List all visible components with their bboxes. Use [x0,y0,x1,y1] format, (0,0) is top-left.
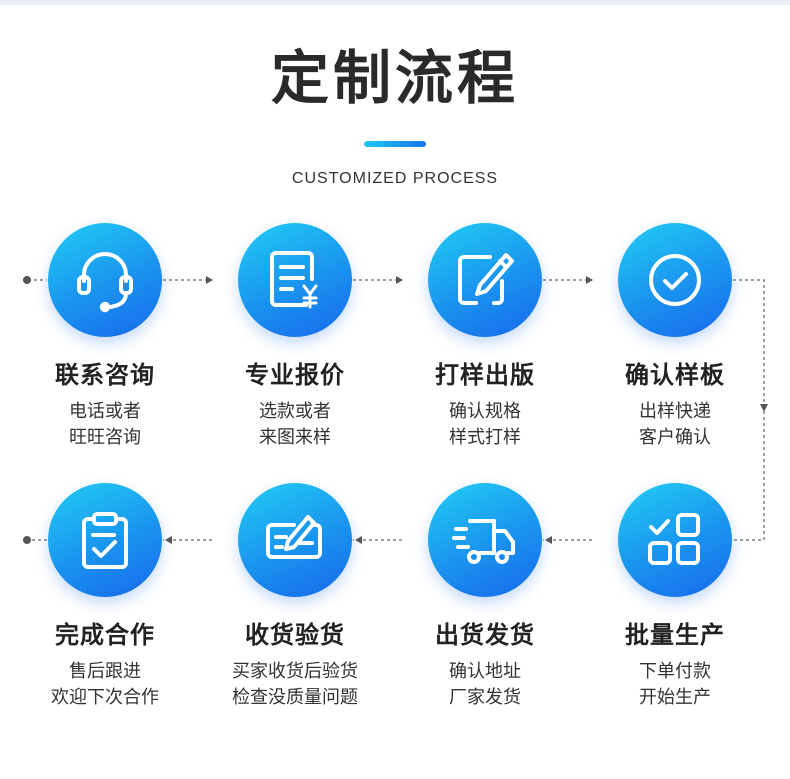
page-title: 定制流程 [270,44,519,112]
step-icon-circle [48,223,162,337]
step-desc-line: 厂家发货 [449,687,521,708]
step-quote: 专业报价 选款或者 来图来样 [205,223,385,451]
step-icon-circle [428,223,542,337]
step-mass-production: 批量生产 下单付款 开始生产 [585,483,765,711]
step-title: 专业报价 [245,361,345,389]
step-complete: 完成合作 售后跟进 欢迎下次合作 [15,483,195,711]
step-icon-circle [238,483,352,597]
title-underline [364,141,426,147]
step-desc-line: 旺旺咨询 [69,427,141,448]
step-title: 打样出版 [435,361,535,389]
step-title: 确认样板 [625,361,725,389]
clipboard-check-icon [82,512,128,569]
step-icon-circle [428,483,542,597]
step-sampling: 打样出版 确认规格 样式打样 [395,223,575,451]
step-desc-line: 电话或者 [69,401,141,422]
step-confirm-sample: 确认样板 出样快递 客户确认 [585,223,765,451]
top-divider [0,0,790,5]
step-icon-circle [48,483,162,597]
step-contact: 联系咨询 电话或者 旺旺咨询 [15,223,195,451]
step-description: 下单付款 开始生产 [585,659,765,711]
headset-icon [77,252,133,313]
edit-pen-icon [458,253,514,305]
step-desc-line: 售后跟进 [69,661,141,682]
step-title: 联系咨询 [55,361,155,389]
step-description: 买家收货后验货 检查没质量问题 [205,659,385,711]
step-icon-circle [238,223,352,337]
step-title: 出货发货 [435,621,535,649]
step-description: 电话或者 旺旺咨询 [15,399,195,451]
step-title: 收货验货 [245,621,345,649]
step-receive-inspect: 收货验货 买家收货后验货 检查没质量问题 [205,483,385,711]
step-title: 批量生产 [625,621,725,649]
step-desc-line: 欢迎下次合作 [51,687,159,708]
step-desc-line: 选款或者 [259,401,331,422]
step-description: 选款或者 来图来样 [205,399,385,451]
check-circle-icon [649,254,701,306]
step-description: 确认地址 厂家发货 [395,659,575,711]
step-desc-line: 检查没质量问题 [232,687,358,708]
grid-check-icon [648,513,700,565]
step-desc-line: 买家收货后验货 [232,661,358,682]
step-desc-line: 客户确认 [639,427,711,448]
step-desc-line: 出样快递 [639,401,711,422]
step-desc-line: 样式打样 [449,427,521,448]
page-subtitle: CUSTOMIZED PROCESS [291,170,499,187]
step-desc-line: 确认规格 [449,401,521,422]
step-desc-line: 来图来样 [259,427,331,448]
step-desc-line: 确认地址 [449,661,521,682]
quote-document-icon [270,251,318,309]
delivery-truck-icon [452,519,515,564]
card-sign-icon [266,515,322,559]
step-description: 售后跟进 欢迎下次合作 [15,659,195,711]
step-title: 完成合作 [55,621,155,649]
step-desc-line: 下单付款 [639,661,711,682]
step-icon-circle [618,483,732,597]
step-desc-line: 开始生产 [639,687,711,708]
step-description: 确认规格 样式打样 [395,399,575,451]
step-description: 出样快递 客户确认 [585,399,765,451]
step-shipping: 出货发货 确认地址 厂家发货 [395,483,575,711]
step-icon-circle [618,223,732,337]
